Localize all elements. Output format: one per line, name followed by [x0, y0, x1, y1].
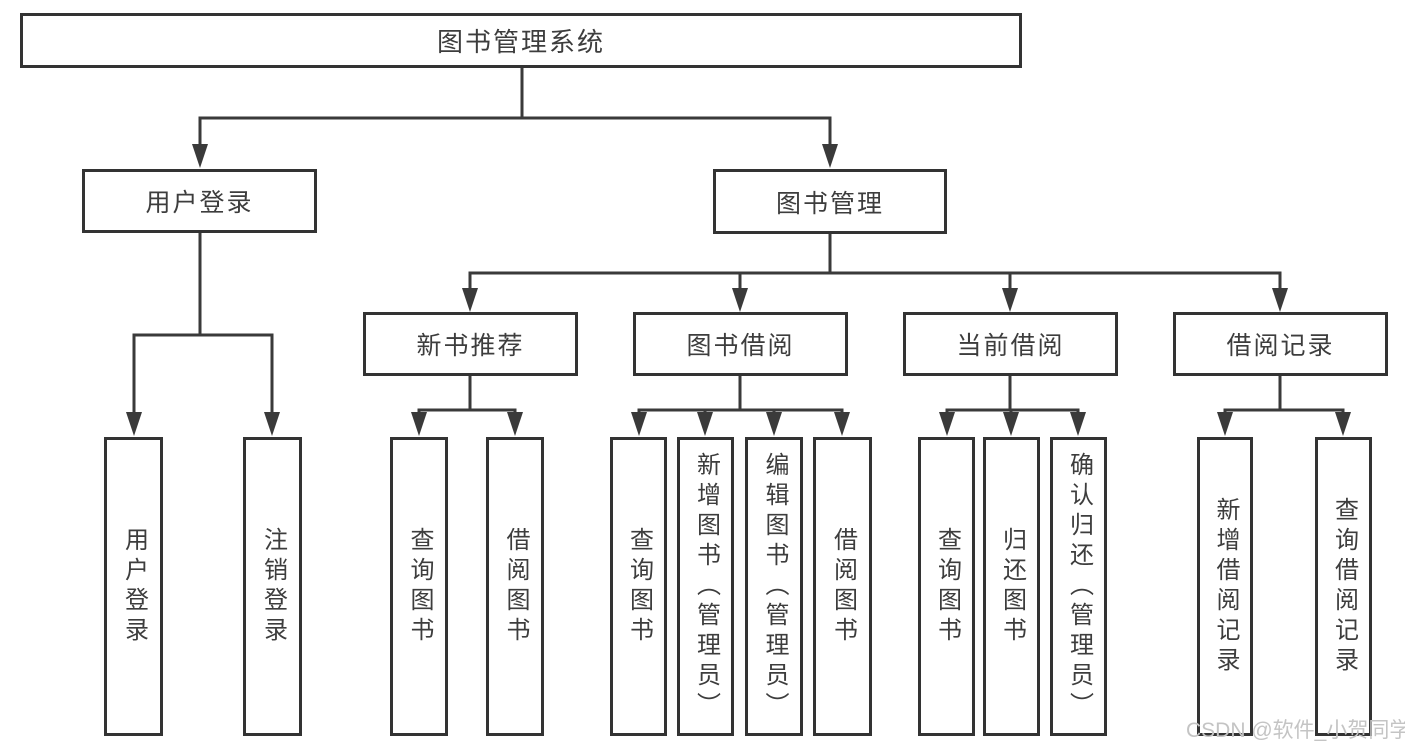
csdn-watermark: CSDN @软件_小贺同学	[1186, 719, 1405, 742]
node-book-management: 图书管理	[713, 169, 947, 234]
node-label: 当前借阅	[956, 332, 1065, 360]
leaf-borrow-add-books-admin: 新增图书（管理员）	[677, 437, 734, 736]
leaf-label: 确认归还（管理员）	[1065, 451, 1093, 722]
leaf-user-login: 用户登录	[104, 437, 163, 736]
leaf-current-return-books: 归还图书	[983, 437, 1040, 736]
leaf-label: 查询图书	[625, 526, 653, 647]
node-borrowing-records: 借阅记录	[1173, 312, 1388, 376]
node-label: 新书推荐	[416, 332, 525, 360]
node-user-login: 用户登录	[82, 169, 317, 233]
leaf-label: 借阅图书	[502, 526, 529, 647]
node-label: 图书管理系统	[436, 27, 605, 57]
leaf-label: 查询借阅记录	[1330, 496, 1358, 677]
leaf-label: 借阅图书	[829, 526, 857, 647]
leaf-current-confirm-return-admin: 确认归还（管理员）	[1050, 437, 1107, 736]
leaf-label: 新增借阅记录	[1212, 496, 1239, 677]
leaf-borrow-borrow-books: 借阅图书	[813, 437, 872, 736]
node-label: 图书管理	[775, 189, 884, 218]
leaf-newbook-borrow-books: 借阅图书	[486, 437, 544, 736]
node-current-borrowing: 当前借阅	[903, 312, 1118, 376]
node-label: 借阅记录	[1226, 332, 1335, 360]
leaf-label: 查询图书	[406, 526, 433, 647]
node-book-borrowing: 图书借阅	[633, 312, 848, 376]
leaf-label: 查询图书	[933, 526, 961, 647]
leaf-newbook-query-books: 查询图书	[390, 437, 448, 736]
leaf-records-add-record: 新增借阅记录	[1197, 437, 1253, 736]
node-new-book-recommendation: 新书推荐	[363, 312, 578, 376]
leaf-borrow-query-books: 查询图书	[610, 437, 667, 736]
leaf-records-query-record: 查询借阅记录	[1315, 437, 1372, 736]
leaf-current-query-books: 查询图书	[918, 437, 975, 736]
leaf-label: 注销登录	[259, 526, 287, 647]
leaf-logout: 注销登录	[243, 437, 302, 736]
leaf-label: 用户登录	[120, 526, 148, 647]
leaf-label: 归还图书	[998, 526, 1026, 647]
leaf-borrow-edit-books-admin: 编辑图书（管理员）	[745, 437, 803, 736]
leaf-label: 新增图书（管理员）	[692, 451, 720, 722]
node-label: 图书借阅	[686, 332, 795, 360]
leaf-label: 编辑图书（管理员）	[761, 451, 788, 722]
node-library-management-system: 图书管理系统	[20, 13, 1022, 68]
node-label: 用户登录	[145, 189, 254, 217]
